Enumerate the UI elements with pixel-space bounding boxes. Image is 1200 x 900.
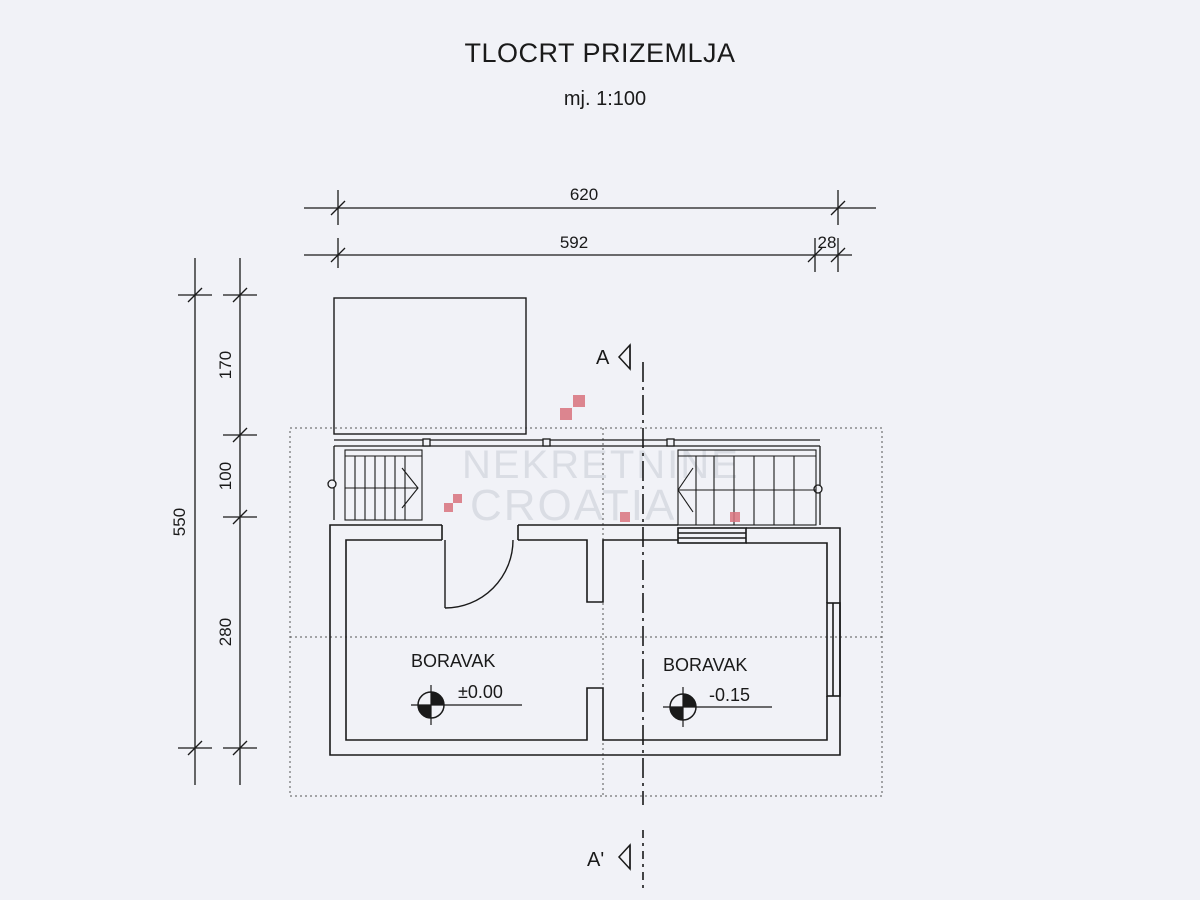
drawing-scale: mj. 1:100 <box>563 88 647 110</box>
section-marker-top <box>617 343 631 371</box>
level-value-right: -0.15 <box>709 685 750 705</box>
room-label-left: BORAVAK <box>411 651 495 671</box>
watermark-line2: CROATIA <box>470 481 676 530</box>
watermark: NEKRETNINE CROATIA <box>462 443 738 530</box>
staircase-right <box>677 449 817 526</box>
dim-height-top: 170 <box>216 351 235 379</box>
top-dimension-lines <box>304 190 876 272</box>
dim-wall-width: 28 <box>818 233 837 252</box>
dim-height-bottom: 280 <box>216 618 235 646</box>
section-marker-bottom <box>617 843 631 871</box>
level-value-left: ±0.00 <box>458 682 503 702</box>
left-dimension-lines <box>178 258 257 785</box>
level-marker-right-icon <box>663 687 772 727</box>
section-label-top: A <box>596 347 610 369</box>
level-marker-left-icon <box>411 685 522 725</box>
section-label-bottom: A' <box>587 849 604 871</box>
annex-room-outline <box>333 297 527 435</box>
watermark-accents <box>444 395 740 522</box>
dim-height-mid: 100 <box>216 462 235 490</box>
staircase-left <box>344 449 423 521</box>
building-walls <box>329 524 841 756</box>
section-line-a <box>617 343 644 890</box>
dim-inner-width: 592 <box>560 233 588 252</box>
drawing-title: TLOCRT PRIZEMLJA <box>464 38 736 68</box>
entry-door <box>444 539 514 609</box>
room-label-right: BORAVAK <box>663 655 747 675</box>
terrace-rails <box>327 438 823 525</box>
dim-total-width: 620 <box>570 185 598 204</box>
dim-total-height: 550 <box>170 508 189 536</box>
